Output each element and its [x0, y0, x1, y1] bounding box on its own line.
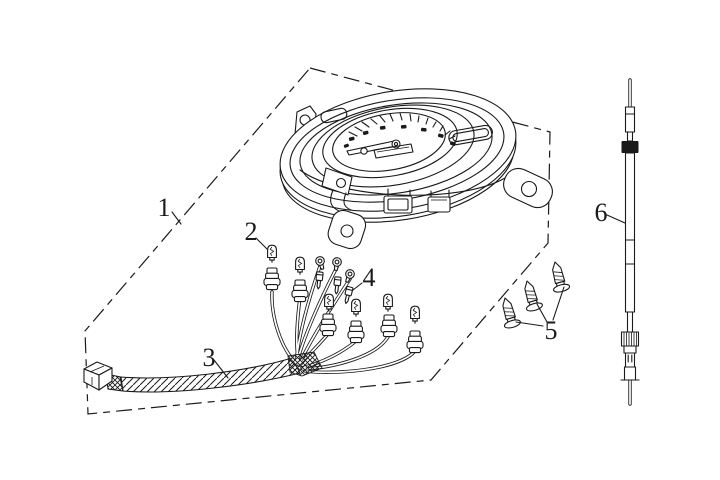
speedometer-cluster	[279, 88, 553, 250]
bulb-socket-6	[406, 330, 424, 354]
speedometer-dial	[343, 112, 460, 159]
callout-5: 5	[545, 316, 558, 345]
indicator-bulb-6	[410, 305, 420, 324]
tapping-screw-1	[496, 295, 522, 331]
bulb-socket-3	[319, 313, 337, 337]
bulb-socket-1	[263, 267, 281, 291]
ring-terminal-1	[314, 255, 328, 271]
callout-2: 2	[245, 217, 258, 246]
callout-1: 1	[158, 193, 171, 222]
indicator-bulb-5	[383, 293, 393, 312]
ring-terminal-2	[331, 256, 343, 272]
bulb-socket-4	[347, 320, 365, 344]
bulb-socket-2	[291, 279, 309, 303]
ring-terminal-3	[342, 267, 357, 285]
terminal-screw-1	[314, 271, 324, 290]
tapping-screws	[496, 259, 571, 331]
tapping-screw-2	[518, 278, 544, 314]
mounting-ear-right	[503, 167, 553, 209]
callout-3: 3	[203, 343, 216, 372]
speedometer-cable	[620, 78, 640, 406]
cable-rubber-grommet	[621, 141, 639, 153]
indicator-bulb-4	[351, 298, 361, 317]
callout-6: 6	[595, 198, 608, 227]
indicator-bulb-1	[267, 244, 277, 263]
assembly-boundary-dashed-outline	[84, 67, 551, 415]
lower-brackets	[299, 167, 506, 250]
callout-4: 4	[363, 263, 376, 292]
tapping-screw-3	[546, 259, 571, 295]
harness-wire-bundle-hub	[287, 351, 323, 377]
callout-leader-lines	[171, 211, 626, 379]
harness-connector	[83, 361, 113, 391]
indicator-bulb-2	[295, 256, 305, 275]
bulb-socket-5	[380, 314, 398, 338]
wiring-harness	[83, 244, 424, 393]
dial-numerals	[343, 124, 456, 148]
